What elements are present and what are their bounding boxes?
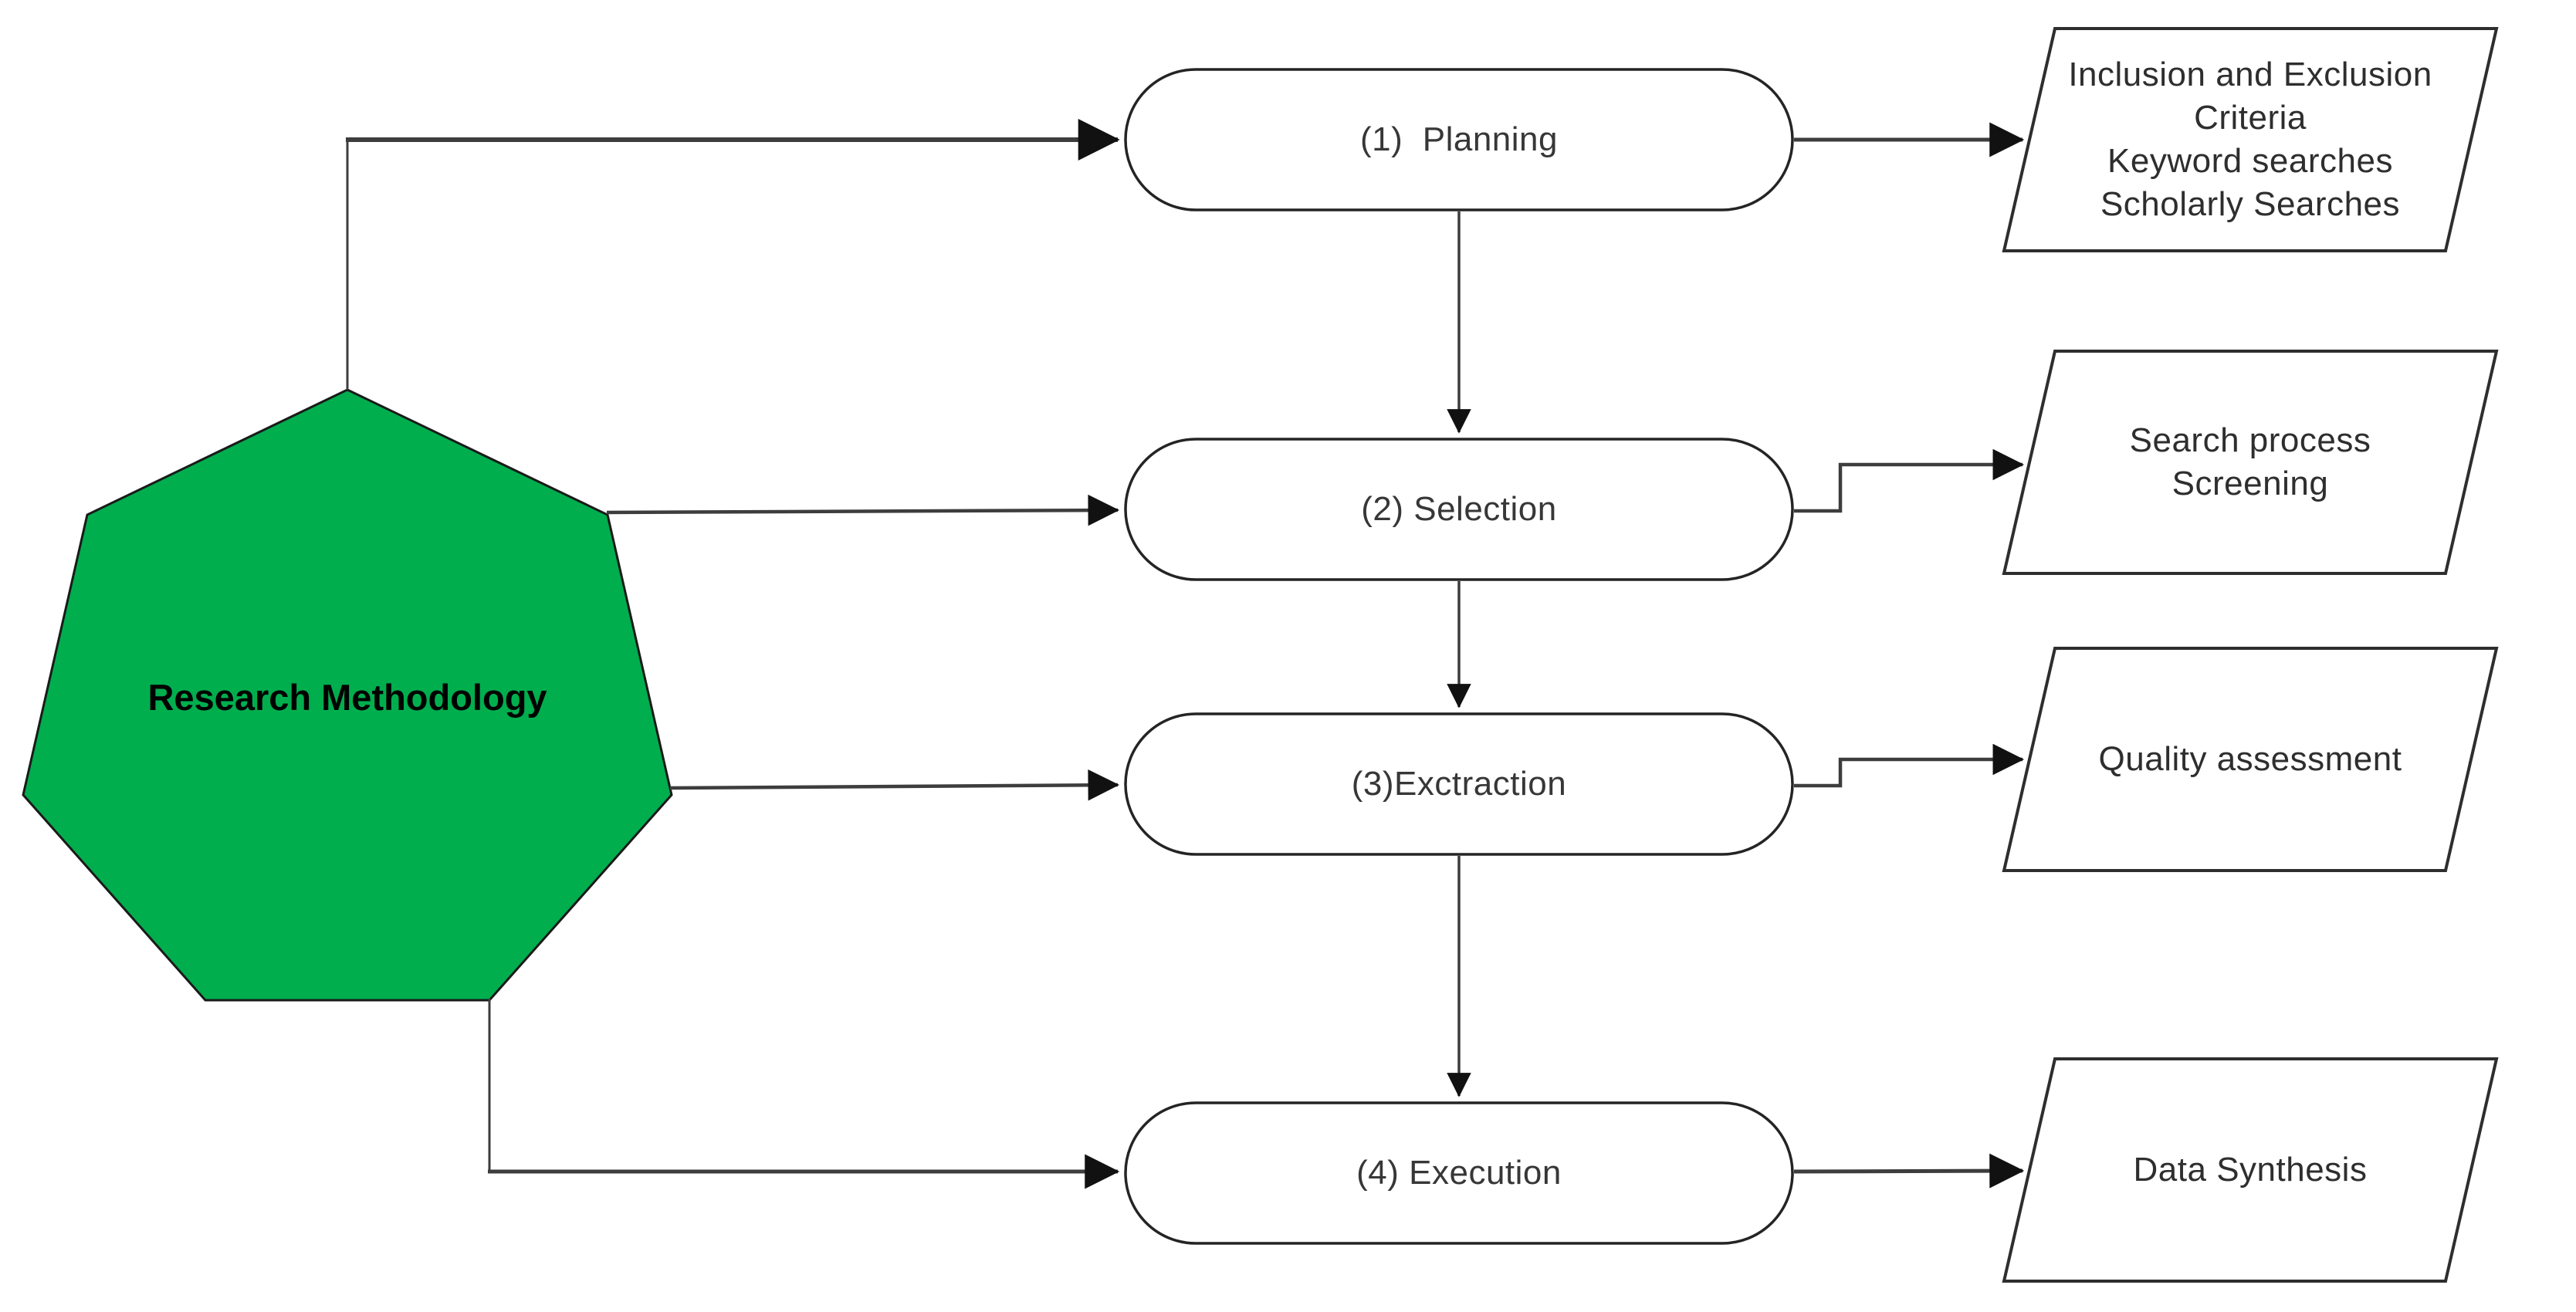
output-label-criteria: Inclusion and Exclusion Criteria Keyword… bbox=[2004, 29, 2496, 251]
stage-label-selection: (2) Selection bbox=[1361, 490, 1557, 528]
stage-pill-exctraction bbox=[1124, 712, 1794, 856]
connector-hub-to-exctraction-arrow bbox=[669, 769, 1120, 801]
output-line: Quality assessment bbox=[2098, 740, 2402, 778]
stage-pill-planning bbox=[1124, 68, 1794, 211]
stage-pill-execution bbox=[1124, 1101, 1794, 1245]
output-parallelogram-search-process bbox=[2002, 350, 2499, 575]
output-parallelogram-criteria bbox=[2002, 27, 2499, 252]
output-line: Data Synthesis bbox=[2133, 1151, 2368, 1189]
output-parallelogram-data-synthesis bbox=[2002, 1057, 2499, 1283]
output-parallelogram-quality-assessment bbox=[2002, 647, 2499, 872]
stage-label-exctraction: (3)Exctraction bbox=[1351, 765, 1567, 803]
connector-selection-to-search-process bbox=[1794, 448, 2025, 513]
connector-execution-to-data-synthesis bbox=[1793, 1153, 2025, 1189]
stage-label-execution: (4) Execution bbox=[1356, 1154, 1562, 1192]
heptagon-shape bbox=[22, 388, 673, 1002]
output-line: Scholarly Searches bbox=[2100, 185, 2401, 223]
output-line: Search process bbox=[2129, 421, 2371, 459]
output-line: Screening bbox=[2171, 465, 2329, 502]
output-line: Inclusion and Exclusion bbox=[2068, 56, 2432, 93]
output-label-search-process: Search process Screening bbox=[2004, 351, 2496, 573]
heptagon-label: Research Methodology bbox=[147, 676, 547, 718]
output-line: Criteria bbox=[2194, 99, 2307, 137]
stage-pill-selection bbox=[1124, 438, 1794, 581]
output-line: Keyword searches bbox=[2107, 142, 2393, 180]
output-label-data-synthesis: Data Synthesis bbox=[2004, 1059, 2496, 1281]
output-label-quality-assessment: Quality assessment bbox=[2004, 648, 2496, 871]
stage-label-planning: (1) Planning bbox=[1360, 120, 1558, 158]
connector-exctraction-to-quality-assessment bbox=[1794, 743, 2025, 788]
connector-hub-to-selection-arrow bbox=[606, 494, 1120, 526]
